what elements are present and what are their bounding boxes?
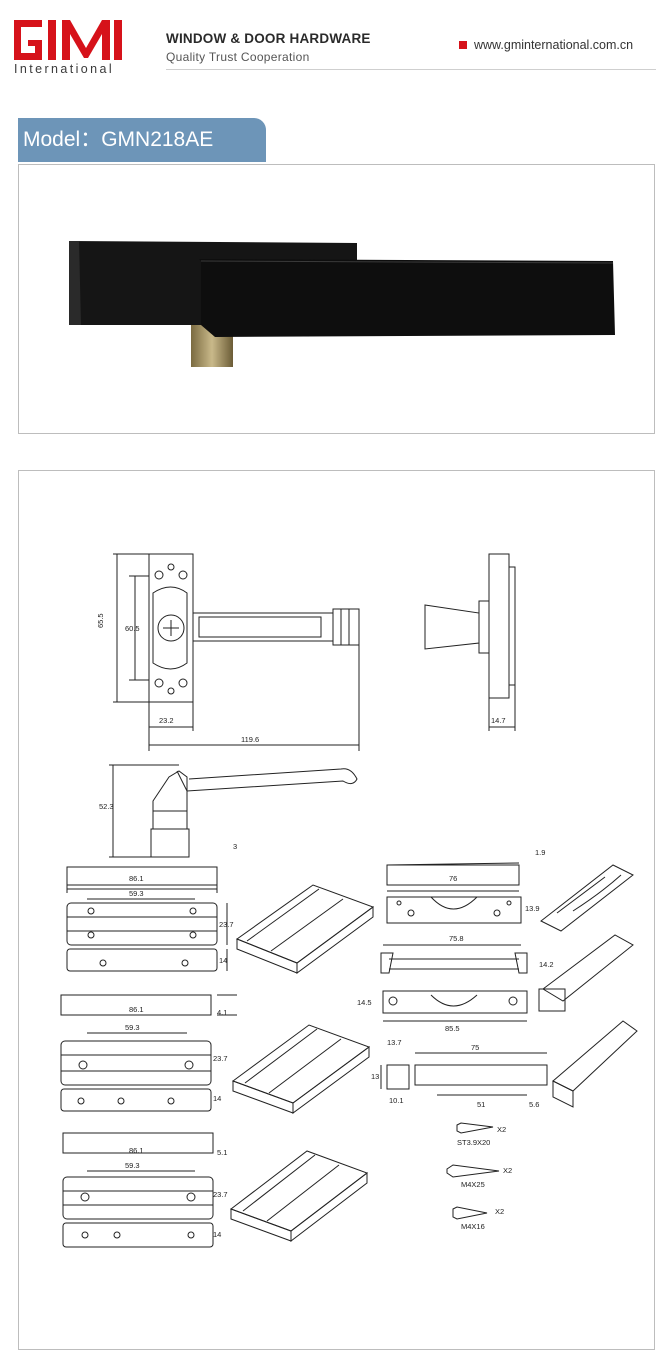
- dim-51: 51: [477, 1100, 485, 1109]
- product-photo-frame: [18, 164, 655, 434]
- brand-logo: [14, 20, 124, 67]
- screw-1-qty: X2: [497, 1125, 506, 1134]
- dim-59-3-a: 59.3: [129, 889, 144, 898]
- dim-76: 76: [449, 874, 457, 883]
- dim-52-3: 52.3: [99, 802, 114, 811]
- dim-1-9: 1.9: [535, 848, 545, 857]
- tagline-title: WINDOW & DOOR HARDWARE: [166, 31, 371, 46]
- dim-14-5: 14.5: [357, 998, 372, 1007]
- screw-3-qty: X2: [495, 1207, 504, 1216]
- dim-5-1: 5.1: [217, 1148, 227, 1157]
- dim-23-7-a: 23.7: [219, 920, 234, 929]
- dim-86-1-c: 86.1: [129, 1146, 144, 1155]
- dim-86-1-a: 86.1: [129, 874, 144, 883]
- dim-13-7: 13.7: [387, 1038, 402, 1047]
- model-title: Model：GMN218AE: [18, 118, 266, 162]
- dim-5-6: 5.6: [529, 1100, 539, 1109]
- dim-119-6: 119.6: [241, 735, 259, 744]
- dim-10-1: 10.1: [389, 1096, 404, 1105]
- dim-13: 13: [371, 1072, 379, 1081]
- technical-drawing-frame: 65.5 60.5 23.2 119.6 14.7 52.3 3 1.9 86.…: [18, 470, 655, 1350]
- logo-subtext: International: [14, 62, 114, 76]
- screw-2-qty: X2: [503, 1166, 512, 1175]
- technical-drawing: 65.5 60.5 23.2 119.6 14.7 52.3 3 1.9 86.…: [60, 553, 638, 1248]
- screw-2-label: M4X25: [461, 1180, 485, 1189]
- website-link[interactable]: www.gminternational.com.cn: [474, 38, 634, 52]
- dim-23-7-c: 23.7: [213, 1190, 228, 1199]
- screw-3-label: M4X16: [461, 1222, 485, 1231]
- dim-75: 75: [471, 1043, 479, 1052]
- dim-65-5: 65.5: [96, 613, 105, 628]
- logo-mark-icon: [14, 20, 122, 60]
- dim-14-b: 14: [213, 1094, 221, 1103]
- handle-photo: [69, 241, 615, 367]
- header-divider: [166, 69, 656, 70]
- dim-4-1: 4.1: [217, 1008, 227, 1017]
- dim-59-3-c: 59.3: [125, 1161, 140, 1170]
- dim-75-8: 75.8: [449, 934, 464, 943]
- screw-1-label: ST3.9X20: [457, 1138, 490, 1147]
- dim-14-a: 14: [219, 956, 227, 965]
- dim-14-2: 14.2: [539, 960, 554, 969]
- dim-23-2: 23.2: [159, 716, 174, 725]
- dim-60-5: 60.5: [125, 624, 140, 633]
- dim-85-5: 85.5: [445, 1024, 460, 1033]
- dim-14-7: 14.7: [491, 716, 506, 725]
- dim-3: 3: [233, 842, 237, 851]
- dim-23-7-b: 23.7: [213, 1054, 228, 1063]
- bullet-square-icon: [459, 41, 467, 49]
- dim-13-9: 13.9: [525, 904, 540, 913]
- dim-86-1-b: 86.1: [129, 1005, 144, 1014]
- dim-14-c: 14: [213, 1230, 221, 1239]
- dim-59-3-b: 59.3: [125, 1023, 140, 1032]
- tagline-subtitle: Quality Trust Cooperation: [166, 50, 310, 64]
